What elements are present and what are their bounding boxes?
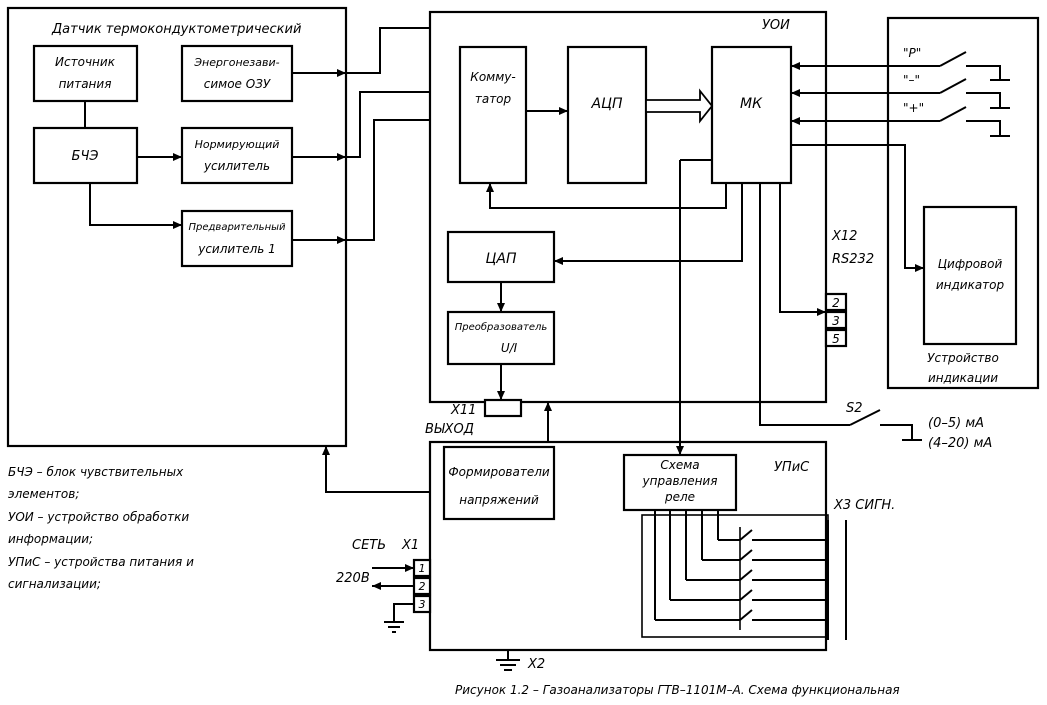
button-minus-switch <box>791 78 1010 109</box>
x2-ground-icon <box>496 659 520 671</box>
s2-switch <box>849 409 881 426</box>
legend-line-3: УОИ – устройство обработки <box>8 510 189 524</box>
bche-label: БЧЭ <box>72 149 99 164</box>
adc-label: АЦП <box>591 96 623 112</box>
relay-label-2: управления <box>642 474 718 488</box>
uoi-label: УОИ <box>762 18 790 33</box>
figure-caption: Рисунок 1.2 – Газоанализаторы ГТВ–1101М–… <box>455 683 900 697</box>
norm-amp-label-2: усилитель <box>203 159 270 173</box>
power-source-label-2: питания <box>59 77 112 91</box>
s2-range-1: (0–5) мА <box>928 416 984 431</box>
x1-label: X1 <box>401 538 419 553</box>
rs232-pin-5 <box>824 328 848 348</box>
dac-block <box>446 230 556 284</box>
wire-power-sensor <box>325 446 430 493</box>
network-label: СЕТЬ <box>352 538 386 553</box>
wire-mk-s2 <box>759 183 850 426</box>
norm-amp-label-1: Нормирующий <box>195 138 280 151</box>
memory-block <box>180 44 294 103</box>
indicator-label-1: Цифровой <box>938 257 1003 271</box>
wire-mk-rs232 <box>779 183 826 313</box>
rs232-pin-5-label: 5 <box>832 332 840 346</box>
converter-label-1: Преобразователь <box>455 321 548 333</box>
pre-amp-block <box>180 209 294 268</box>
rs232-pin-2 <box>824 292 848 312</box>
converter-block <box>446 310 556 366</box>
s2-range-2: (4–20) мА <box>928 436 992 451</box>
commutator-label-1: Комму- <box>470 70 515 84</box>
wire-mk-dac <box>554 183 743 262</box>
relay-contacts <box>641 510 829 638</box>
x2-label: X2 <box>527 657 545 672</box>
memory-label-1: Энергонезави- <box>193 56 279 69</box>
wire-mains-ground <box>393 603 414 622</box>
upis-label: УПиС <box>774 460 810 475</box>
legend-line-2: элементов; <box>8 487 79 501</box>
relay-label-3: реле <box>664 490 695 504</box>
x11-label: X11 <box>450 403 476 418</box>
x1-pin-1-label: 1 <box>419 562 426 575</box>
x11-connector <box>483 398 523 418</box>
indicator-label-2: индикатор <box>936 278 1005 292</box>
indication-unit-label-1: Устройство <box>927 351 999 365</box>
button-minus-label: "–" <box>903 73 920 87</box>
x12-label: X12 <box>831 229 857 244</box>
power-source-block <box>32 44 139 103</box>
norm-amp-block <box>180 126 294 185</box>
shapers-label-2: напряжений <box>459 493 539 507</box>
rs232-pin-3-label: 3 <box>832 314 840 328</box>
ground-icon <box>384 621 404 633</box>
converter-label-2: U/I <box>501 341 518 355</box>
output-label: ВЫХОД <box>425 422 474 437</box>
rs232-pin-3 <box>824 310 848 330</box>
mk-label: МК <box>740 96 763 112</box>
mk-block <box>710 45 793 185</box>
sensor-title: Датчик термокондуктометрический <box>51 22 301 37</box>
relay-control-block <box>622 453 738 512</box>
x3-connector <box>827 520 847 640</box>
relay-label-1: Схема <box>660 458 699 472</box>
wire-bche-preamp <box>89 183 182 226</box>
voltage-shapers-block <box>442 445 556 521</box>
commutator-block <box>458 45 528 185</box>
legend-line-4: информации; <box>8 532 93 546</box>
legend-line-6: сигнализации; <box>8 577 101 591</box>
voltage-label: 220В <box>336 571 370 586</box>
pre-amp-label-2: усилитель 1 <box>197 242 276 256</box>
button-p-switch <box>791 51 1010 81</box>
x1-pin-3-label: 3 <box>419 598 426 611</box>
wire-mk-commutator <box>489 183 727 209</box>
commutator-label-2: татор <box>475 92 512 106</box>
rs232-pin-2-label: 2 <box>832 296 840 310</box>
power-source-label-1: Источник <box>55 55 116 69</box>
adc-block <box>566 45 648 185</box>
legend-line-5: УПиС – устройства питания и <box>8 555 194 569</box>
pre-amp-label-1: Предварительный <box>189 222 286 233</box>
indication-unit-label-2: индикации <box>928 371 998 385</box>
dac-label: ЦАП <box>486 251 517 267</box>
x3-label: X3 СИГН. <box>833 498 895 513</box>
memory-label-2: симое ОЗУ <box>204 77 271 91</box>
rs232-label: RS232 <box>832 252 874 267</box>
s2-label: S2 <box>846 401 863 416</box>
digital-indicator-block <box>922 205 1018 346</box>
bus-preamp-commutator <box>346 119 460 241</box>
shapers-label-1: Формирователи <box>448 465 550 479</box>
button-plus-switch <box>791 106 1010 137</box>
legend-line-1: БЧЭ – блок чувствительных <box>8 465 184 479</box>
x1-pin-2-label: 2 <box>419 580 426 593</box>
wire-mk-indicator <box>791 144 924 269</box>
bus-adc-mk <box>645 88 714 124</box>
bus-normamp-commutator <box>346 91 460 158</box>
button-p-label: "P" <box>903 46 921 60</box>
button-plus-label: "+" <box>903 101 924 115</box>
